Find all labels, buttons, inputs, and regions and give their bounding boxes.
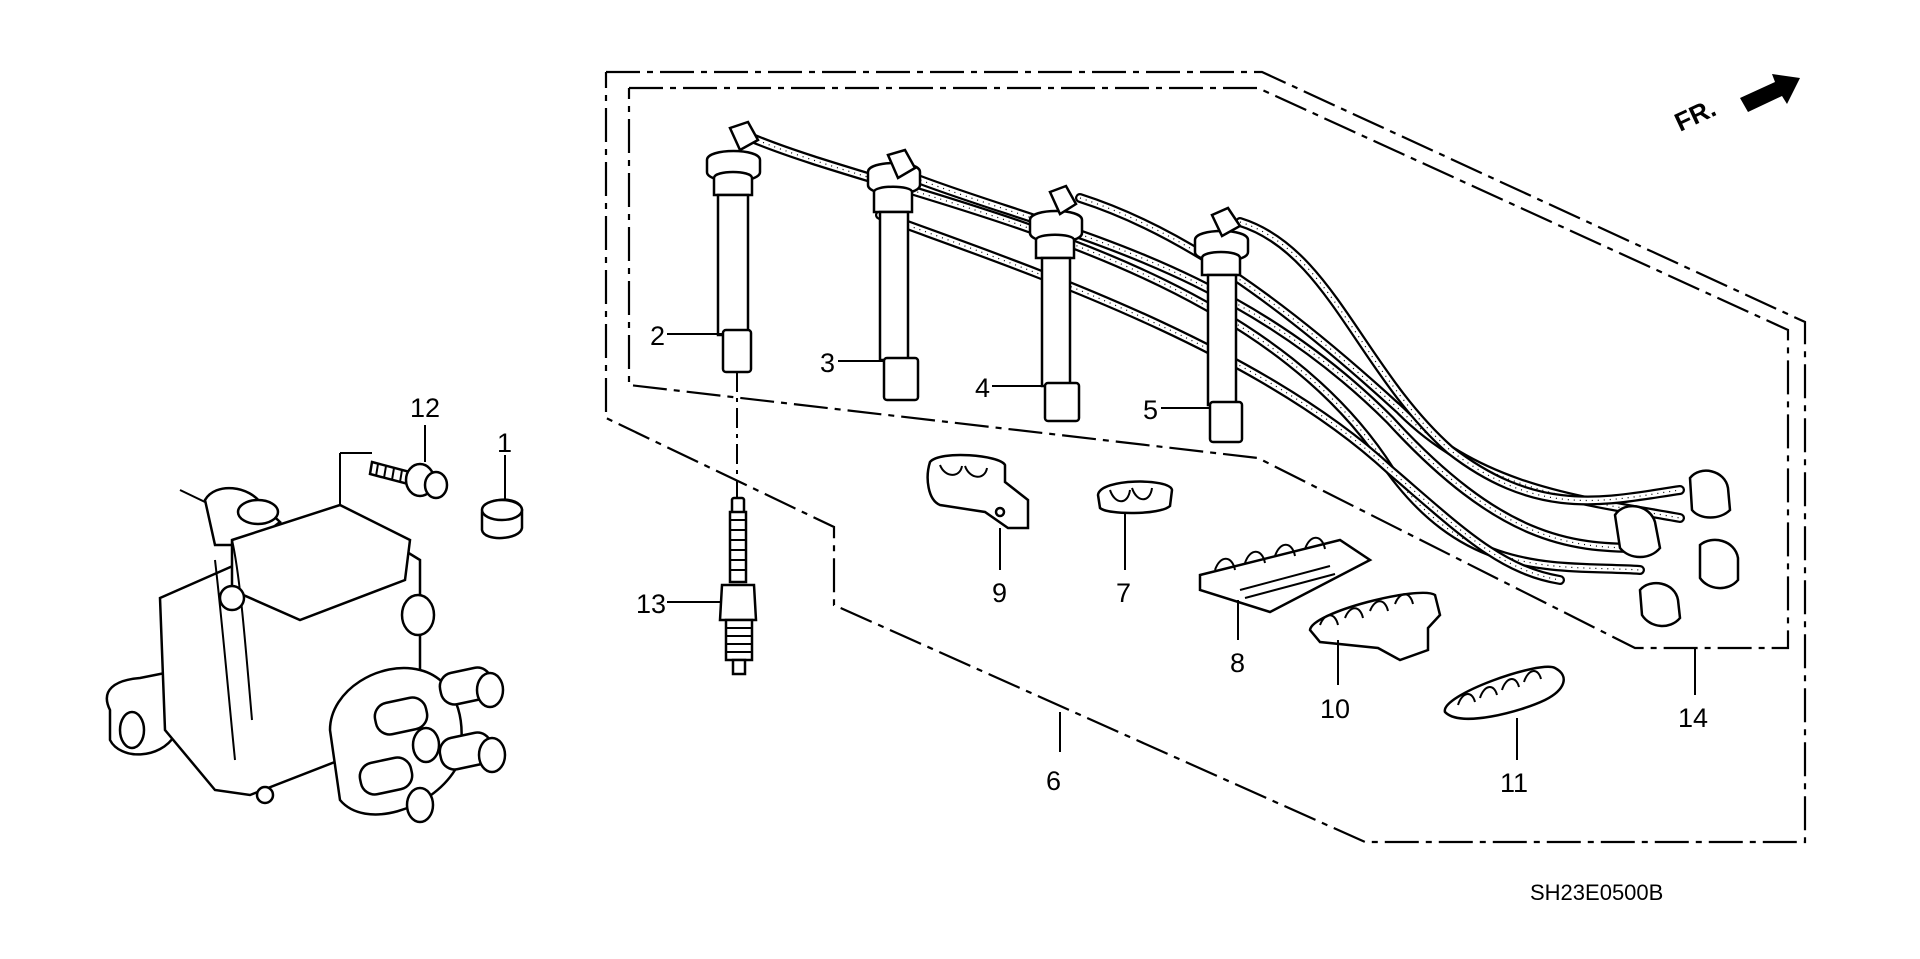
- kit-outline-6: [604, 70, 1807, 844]
- holder-7: [1096, 480, 1174, 515]
- part-label-2: 2: [650, 321, 665, 351]
- part-label-1: 1: [497, 428, 512, 458]
- holder-9: [926, 453, 1030, 530]
- part-label-9: 9: [992, 578, 1007, 608]
- part-label-4: 4: [975, 373, 990, 403]
- holder-8: [1198, 536, 1373, 614]
- part-label-6: 6: [1046, 766, 1061, 796]
- direction-label: FR.: [1670, 93, 1721, 138]
- holder-10: [1308, 591, 1442, 662]
- part-label-11: 11: [1500, 768, 1528, 798]
- holder-11: [1443, 665, 1565, 720]
- spark-plug-13: [718, 496, 758, 676]
- plug-connector-3: [866, 148, 922, 402]
- plug-connector-4: [1028, 184, 1084, 423]
- front-direction-arrow-icon: FR.: [1670, 74, 1800, 137]
- distributor-assembly: [105, 452, 507, 824]
- part-label-12: 12: [410, 393, 440, 423]
- part-label-14: 14: [1678, 703, 1708, 733]
- part-label-13: 13: [636, 589, 666, 619]
- part-label-3: 3: [820, 348, 835, 378]
- plug-connector-2: [705, 120, 762, 374]
- part-label-5: 5: [1143, 395, 1158, 425]
- leader-lines: [667, 333, 1696, 760]
- diagram-code: SH23E0500B: [1530, 880, 1663, 905]
- bolt-12: [368, 425, 449, 500]
- part-label-10: 10: [1320, 694, 1350, 724]
- plug-connector-5: [1193, 206, 1250, 444]
- cap-1: [480, 455, 524, 540]
- wire-set-outline-14: [627, 86, 1790, 650]
- part-label-8: 8: [1230, 648, 1245, 678]
- part-label-7: 7: [1116, 578, 1131, 608]
